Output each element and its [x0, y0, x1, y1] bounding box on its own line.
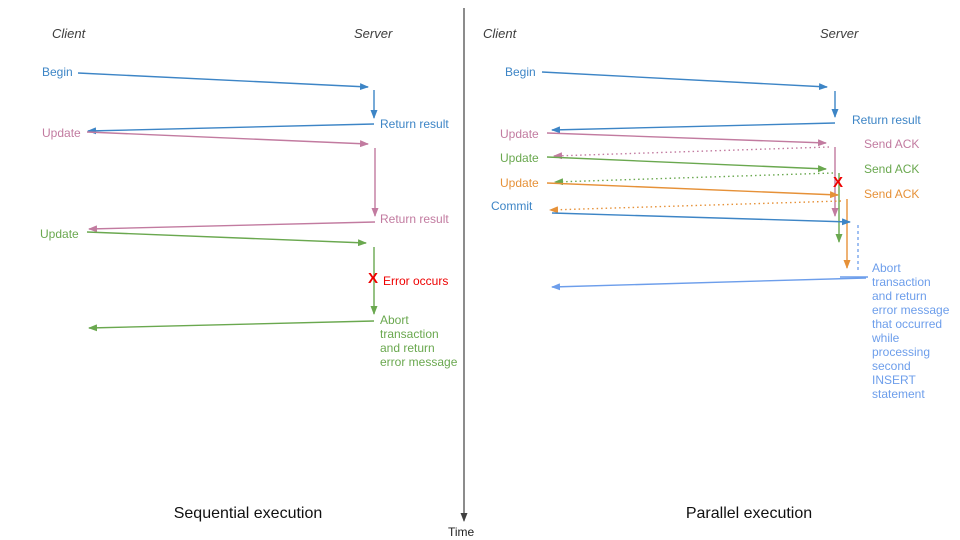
- right-update1-arrows: [546, 132, 839, 217]
- right-send-ack-1-label: Send ACK: [864, 137, 920, 151]
- right-send-ack-3-label: Send ACK: [864, 187, 920, 201]
- right-client-label: Client: [483, 26, 517, 41]
- right-commit-label: Commit: [491, 199, 533, 213]
- right-commit-arrows: [551, 212, 868, 291]
- left-server-label: Server: [354, 26, 393, 41]
- left-abort-note: Abort transaction and return error messa…: [380, 313, 458, 369]
- right-update-2-label: Update: [500, 151, 539, 165]
- left-update1-arrows: [86, 131, 379, 233]
- right-begin-label: Begin: [505, 65, 536, 79]
- time-axis-label: Time: [448, 525, 475, 539]
- left-return-result-1-label: Return result: [380, 117, 449, 131]
- left-return-result-2-label: Return result: [380, 212, 449, 226]
- left-diagram-title: Sequential execution: [173, 505, 323, 522]
- right-error-x-icon: X: [833, 174, 844, 191]
- right-update-1-label: Update: [500, 127, 539, 141]
- left-begin-label: Begin: [42, 65, 73, 79]
- right-diagram-title: Parallel execution: [685, 505, 813, 522]
- left-client-label: Client: [52, 26, 86, 41]
- right-send-ack-2-label: Send ACK: [864, 162, 920, 176]
- right-return-result-label: Return result: [852, 113, 921, 127]
- right-update3-arrows: [546, 182, 851, 269]
- left-begin-arrows: [77, 72, 378, 135]
- left-update-1-label: Update: [42, 126, 81, 140]
- left-error-occurs-label: Error occurs: [383, 274, 449, 288]
- left-update2-arrows: [86, 231, 378, 332]
- right-update2-arrows: [546, 156, 843, 243]
- left-update-2-label: Update: [40, 227, 79, 241]
- right-abort-note: Abort transaction and return error messa…: [872, 261, 950, 401]
- left-error-x-icon: X: [368, 270, 379, 287]
- right-update-3-label: Update: [500, 176, 539, 190]
- right-server-label: Server: [820, 26, 859, 41]
- right-begin-arrows: [541, 71, 839, 134]
